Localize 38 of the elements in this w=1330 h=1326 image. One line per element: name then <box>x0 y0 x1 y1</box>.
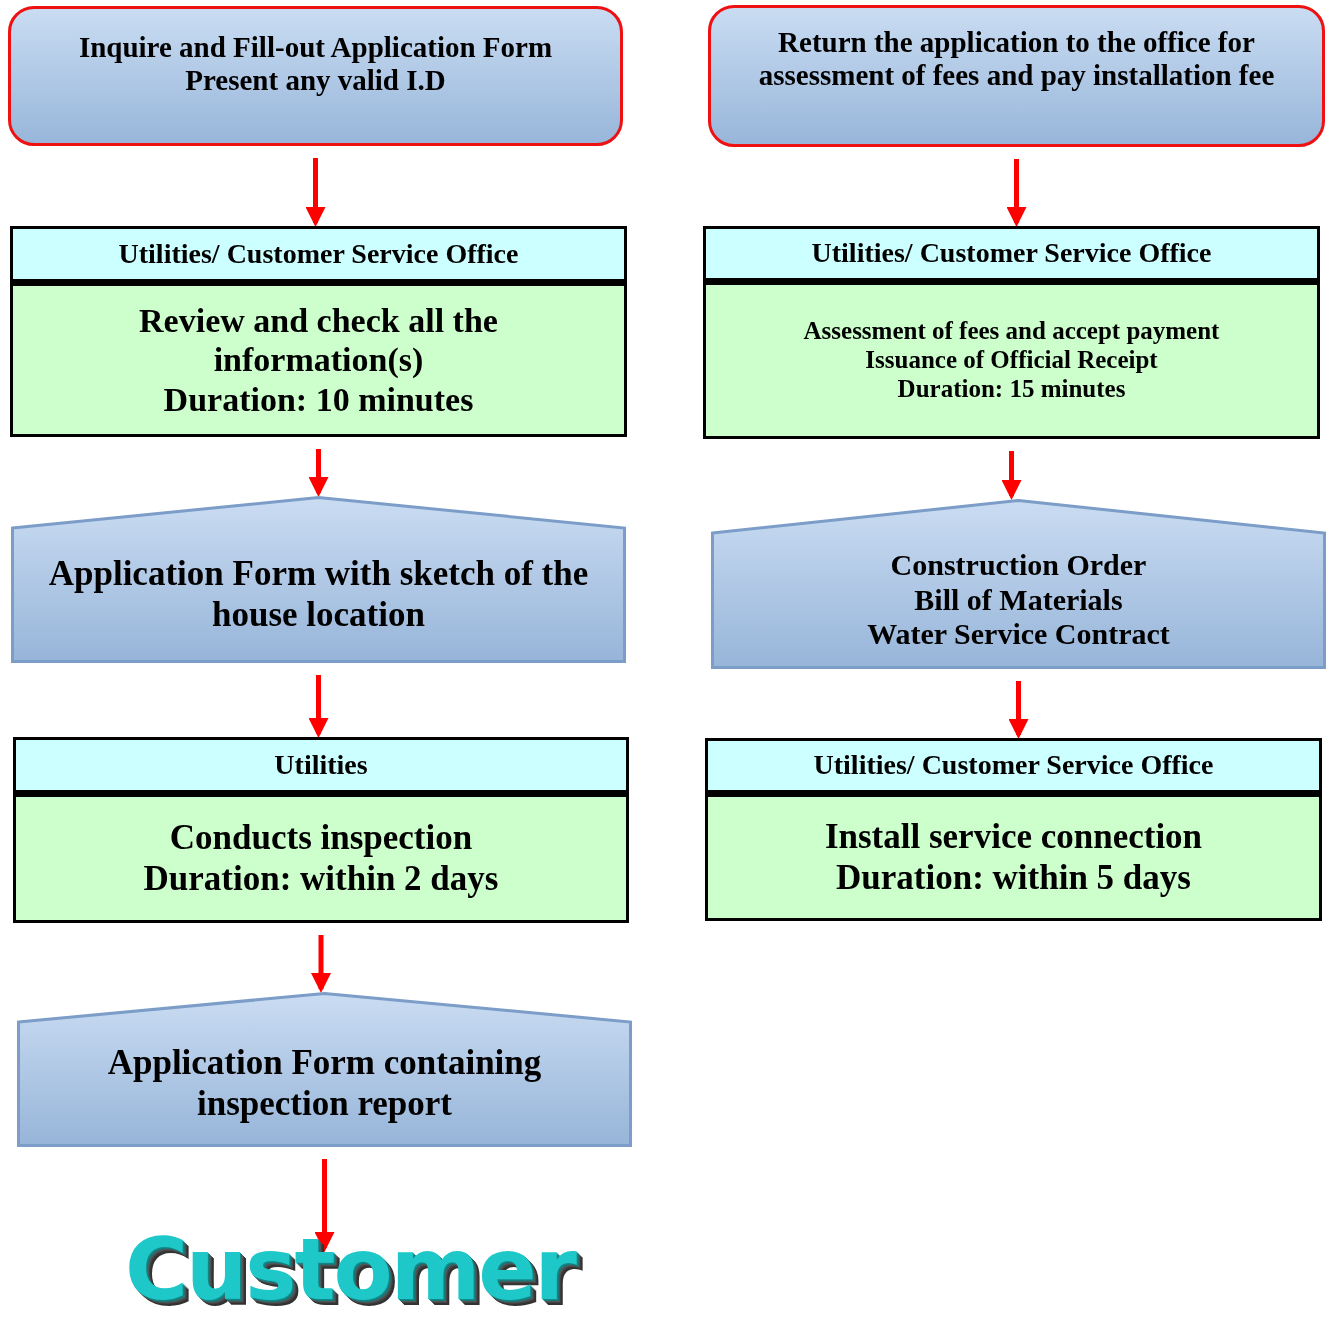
arrow <box>305 158 326 227</box>
arrow <box>1001 451 1022 500</box>
office-box <box>10 226 627 437</box>
document-shape <box>17 992 632 1147</box>
task-text: Duration: 10 minutes <box>162 379 475 419</box>
office-box <box>13 737 629 923</box>
task-text: Review and check all the information(s) <box>138 301 499 380</box>
office-name: Utilities <box>274 748 368 782</box>
step-text: Return the application to the office for assessment of fees and pay installation fee <box>757 26 1276 93</box>
office-name: Utilities/ Customer Service Office <box>811 237 1212 270</box>
office-name: Utilities/ Customer Service Office <box>118 237 519 271</box>
task-text: Duration: within 2 days <box>142 858 500 899</box>
document-text: Water Service Contract <box>866 617 1171 652</box>
task-text: Conducts inspection <box>168 818 474 859</box>
arrow <box>308 675 329 738</box>
arrow <box>314 1159 335 1252</box>
document-text: Bill of Materials <box>913 582 1124 618</box>
task-text: Issuance of Official Receipt <box>864 346 1159 375</box>
document-text: Construction Order <box>889 548 1148 583</box>
document-text: Application Form containing inspection report <box>106 1043 543 1124</box>
task-text: Duration: 15 minutes <box>896 374 1127 404</box>
office-box <box>703 226 1320 439</box>
document-shape <box>711 499 1326 669</box>
step-box <box>708 5 1325 147</box>
document-shape <box>11 496 626 663</box>
task-text: Duration: within 5 days <box>835 857 1192 898</box>
task-text: Install service connection <box>823 817 1204 858</box>
step-text: Inquire and Fill-out Application Form <box>77 31 554 65</box>
arrow <box>311 935 331 993</box>
task-text: Assessment of fees and accept payment <box>802 317 1221 347</box>
arrow <box>1006 159 1027 227</box>
arrow <box>308 449 329 497</box>
arrow <box>1008 681 1029 739</box>
office-box <box>705 738 1322 921</box>
document-text: Application Form with sketch of the house location <box>47 554 590 635</box>
step-text: Present any valid I.D <box>184 64 447 98</box>
step-box <box>8 6 623 146</box>
office-name: Utilities/ Customer Service Office <box>813 749 1214 782</box>
